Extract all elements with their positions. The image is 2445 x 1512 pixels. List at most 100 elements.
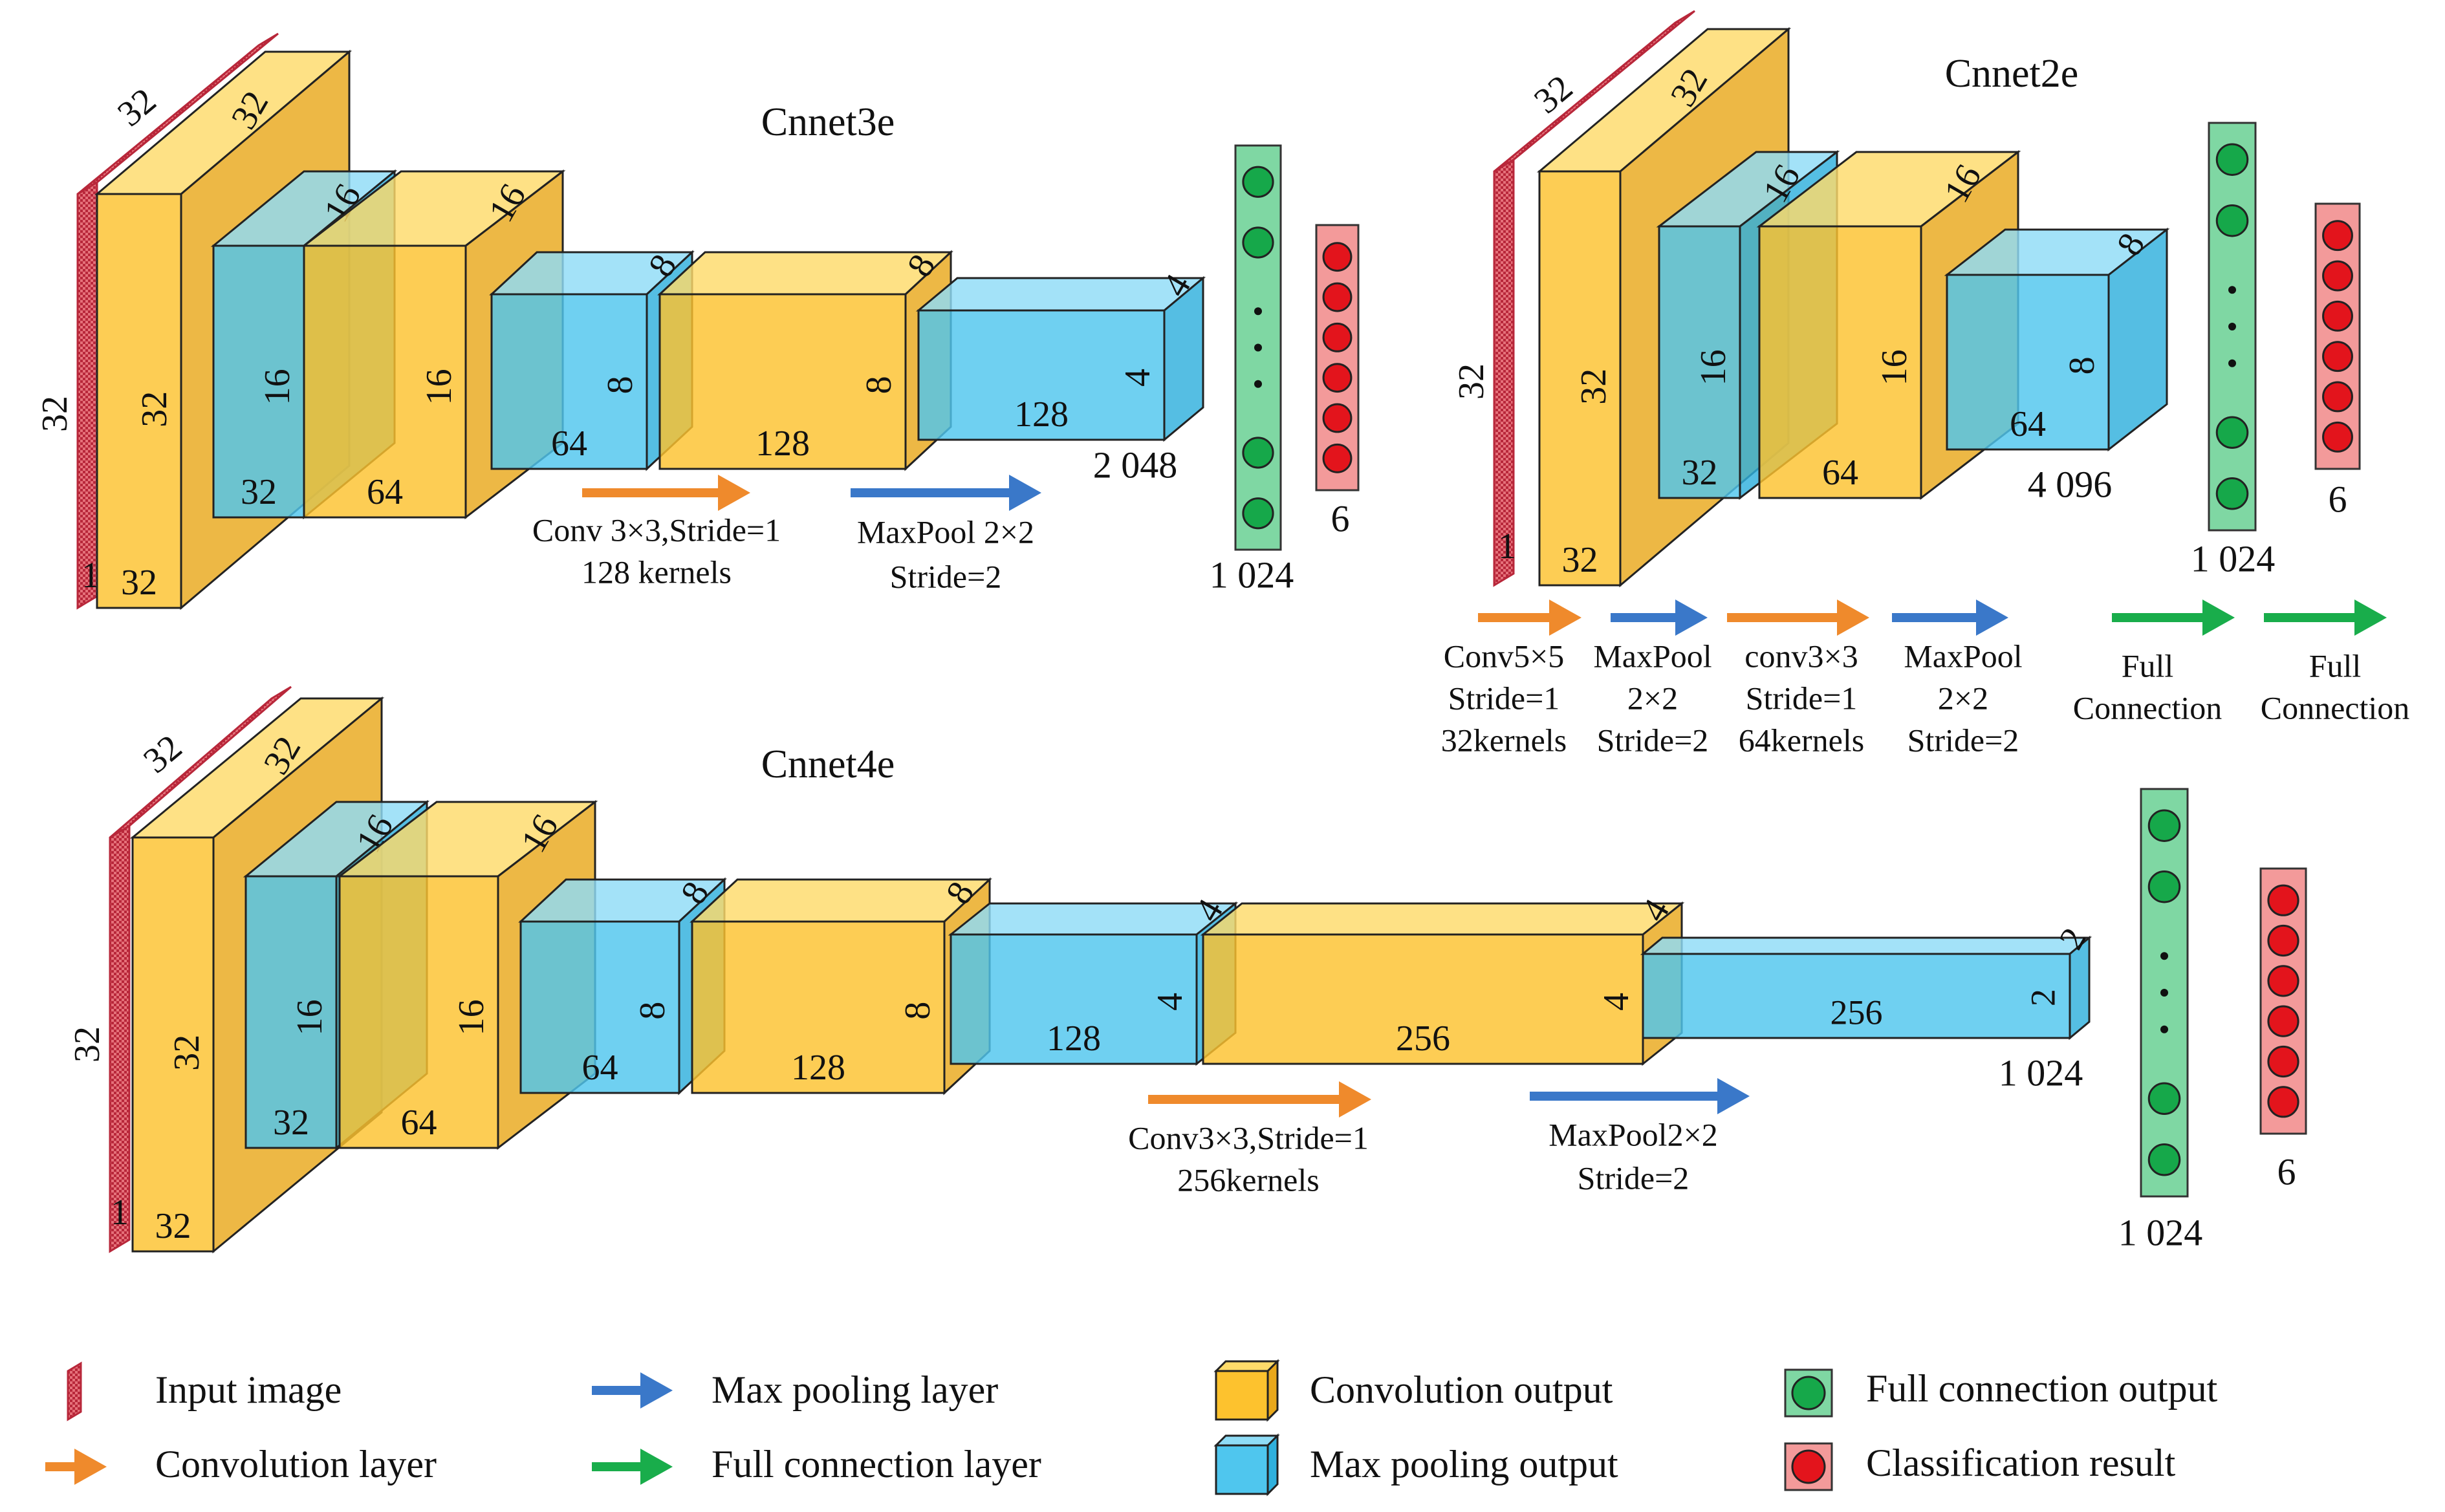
legend-conv-front: [1215, 1370, 1269, 1421]
cnnet4e-block-4-front: [519, 920, 680, 1094]
cnnet4e-block-7-label-height: 4: [1596, 993, 1636, 1011]
cnnet2e-block-1-label-height: 32: [1574, 369, 1614, 405]
cnnet2e-caption-1-line-3: 32kernels: [1441, 722, 1567, 758]
cnnet4e-block-2-front: [244, 875, 338, 1149]
cnnet2e-arrow-2: [1611, 599, 1708, 636]
cnnet2e-arrow-2-head: [1675, 599, 1708, 636]
cnnet4e-block-6-label-width: 128: [1047, 1019, 1101, 1059]
cnnet2e-class-layer-node: [2322, 220, 2353, 252]
cnnet4e-conv-arrow-shaft: [1148, 1095, 1343, 1104]
cnnet2e-arrow-4-head: [1976, 599, 2008, 636]
cnnet3e-block-3-label-width: 64: [367, 472, 403, 512]
legend-icon-conv-layer: [45, 1449, 107, 1485]
cnnet2e-fc-layer-ellipsis-dot: [2228, 359, 2236, 367]
cnnet2e-caption-5-line-1: Full: [2122, 647, 2174, 684]
cnnet4e-block-6-front: [950, 933, 1198, 1065]
cnnet2e-caption-2-line-1: MaxPool: [1593, 638, 1712, 674]
cnnet2e-block-4-label-height: 8: [2062, 356, 2102, 374]
cnnet4e-flatten-label: 1 024: [1999, 1052, 2083, 1094]
legend-icon-pool-layer-head: [640, 1372, 673, 1409]
cnnet4e-pool-caption-2: Stride=2: [1578, 1160, 1690, 1196]
cnnet4e-fc-layer-label: 1 024: [2118, 1211, 2203, 1253]
cnnet4e-class-layer-node: [2267, 924, 2299, 957]
cnnet3e-class-layer-node: [1322, 403, 1353, 433]
cnnet3e-fc-layer-node: [1242, 166, 1274, 198]
cnnet2e-input-label-top: 32: [1527, 67, 1580, 122]
cnnet2e-arrow-5-shaft: [2112, 613, 2206, 622]
cnnet4e-block-8-label-height: 2: [2023, 989, 2062, 1006]
cnnet3e-class-layer: 6: [1315, 224, 1360, 539]
cnnet3e-conv-arrow: [582, 475, 750, 511]
cnnet3e-fc-layer-label: 1 024: [1210, 554, 1294, 596]
cnnet4e-block-3-front: [338, 875, 499, 1149]
cnnet2e-input-label-left: 32: [1451, 363, 1492, 400]
cnnet2e-block-2-front: [1658, 225, 1741, 499]
cnnet4e-title: Cnnet4e: [761, 742, 895, 786]
cnnet4e-class-layer-label: 6: [2277, 1150, 2296, 1193]
cnnet3e-input-label-top: 32: [110, 80, 164, 135]
cnnet4e-conv-caption-1: Conv3×3,Stride=1: [1128, 1119, 1369, 1156]
cnnet2e-class-layer-node: [2322, 421, 2353, 453]
cnnet2e-class-layer: 6: [2314, 202, 2361, 520]
legend-label-input: Input image: [155, 1368, 342, 1411]
cnnet3e-block-4-front: [490, 293, 648, 470]
cnnet2e-block-1-front: [1538, 170, 1622, 587]
cnnet4e-block-5-front: [691, 920, 946, 1094]
cnnet2e-caption-1-line-1: Conv5×5: [1444, 638, 1565, 674]
cnnet3e-input-top: [77, 32, 279, 195]
cnnet2e-caption-6-line-1: Full: [2309, 647, 2362, 684]
cnnet4e-block-2-label-width: 32: [273, 1103, 309, 1143]
cnnet4e-block-4-label-width: 64: [582, 1048, 618, 1088]
cnnet2e-arrow-5: [2112, 599, 2235, 636]
legend-icon-pool-layer: [592, 1372, 673, 1409]
cnnet2e-caption-3-line-2: Stride=1: [1746, 680, 1858, 716]
cnnet2e-block-4-front: [1946, 274, 2110, 451]
legend-label-fc-layer: Full connection layer: [712, 1443, 1041, 1485]
cnnet4e-fc-layer-node: [2147, 1143, 2181, 1176]
cnnet3e-block-1-label-height: 32: [135, 391, 175, 427]
cnnet3e-conv-arrow-head: [718, 475, 750, 511]
cnnet2e-fc-layer-node: [2215, 143, 2249, 176]
cnnet3e-block-2-label-width: 32: [241, 472, 277, 512]
cnnet2e-fc-layer-ellipsis-dot: [2228, 286, 2236, 294]
cnnet4e-pool-arrow-head: [1717, 1078, 1750, 1114]
cnnet3e-title: Cnnet3e: [761, 100, 895, 144]
cnnet4e-input-front: [109, 824, 131, 1253]
legend-icon-conv-layer-head: [74, 1449, 107, 1485]
cnnet2e-arrow-2-shaft: [1611, 613, 1679, 622]
cnnet4e-block-7-label-width: 256: [1396, 1019, 1450, 1059]
cnnet3e-fc-layer-node: [1242, 497, 1274, 530]
cnnet4e-fc-layer-ellipsis-dot: [2160, 952, 2168, 960]
cnnet3e-class-layer-node: [1322, 363, 1353, 393]
cnnet2e-block-2-label-height: 16: [1693, 349, 1733, 385]
cnnet4e-block-2-label-height: 16: [290, 999, 330, 1035]
cnnet3e-fc-layer-ellipsis-dot: [1254, 380, 1262, 388]
cnnet2e-caption-1-line-2: Stride=1: [1448, 680, 1560, 716]
cnnet4e-block-8-front: [1642, 953, 2071, 1039]
cnnet3e-pool-arrow-head: [1009, 475, 1041, 511]
cnnet4e-fc-layer-ellipsis-dot: [2160, 1025, 2168, 1033]
cnnet2e-class-layer-node: [2322, 381, 2353, 413]
cnnet3e-conv-caption-1: Conv 3×3,Stride=1: [532, 512, 781, 548]
network-cnnet3e: Cnnet3e323213232321616321616648864881284…: [35, 32, 1360, 610]
cnnet3e-pool-arrow: [851, 475, 1041, 511]
cnnet2e-caption-6-line-2: Connection: [2261, 689, 2410, 726]
cnnet2e-caption-4-line-3: Stride=2: [1907, 722, 2019, 758]
cnnet2e-block-2-label-width: 32: [1682, 453, 1718, 493]
cnnet2e-block-3-front: [1758, 225, 1922, 499]
cnnet2e-arrow-3: [1727, 599, 1869, 636]
cnnet3e-pool-caption-1: MaxPool 2×2: [857, 513, 1034, 550]
cnnet4e-pool-arrow: [1530, 1078, 1750, 1114]
cnnet2e-caption-3-line-1: conv3×3: [1744, 638, 1858, 674]
